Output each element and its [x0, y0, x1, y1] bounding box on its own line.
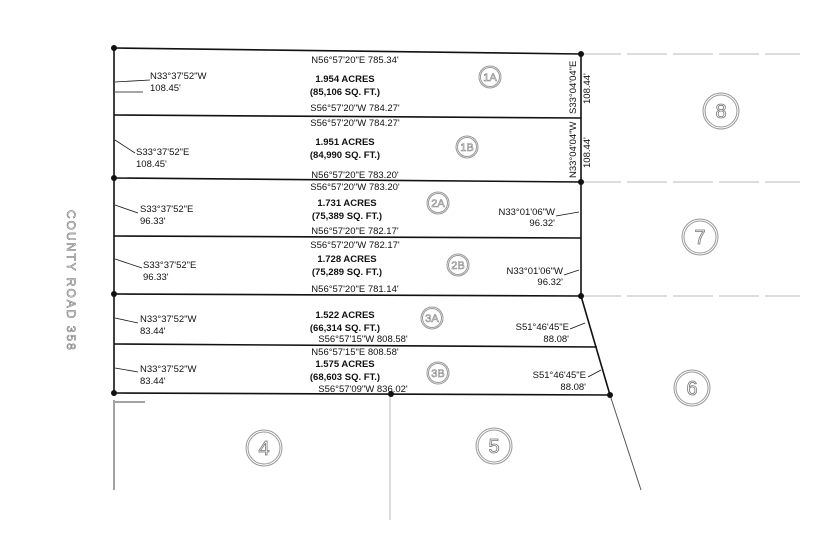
svg-text:N33°04'04"W: N33°04'04"W [568, 121, 579, 178]
svg-text:1A: 1A [483, 72, 497, 84]
svg-text:N33°37'52"W: N33°37'52"W [150, 71, 207, 82]
adjacent-parcel-4: 4 [245, 429, 283, 467]
svg-text:88.08': 88.08' [543, 334, 569, 345]
lot-2B: S56°57'20"W 782.17' 1.728 ACRES (75,289 … [143, 240, 563, 295]
svg-text:N33°37'52"W: N33°37'52"W [140, 314, 197, 325]
svg-text:S56°57'20"W 783.20': S56°57'20"W 783.20' [310, 182, 400, 193]
svg-text:N56°57'15"E 808.58': N56°57'15"E 808.58' [311, 347, 399, 358]
svg-text:S51°46'45"E: S51°46'45"E [533, 370, 586, 381]
svg-text:S33°37'52"E: S33°37'52"E [143, 260, 196, 271]
svg-text:N33°01'06"W: N33°01'06"W [498, 207, 555, 218]
lot-2A: S56°57'20"W 783.20' 1.731 ACRES (75,389 … [140, 182, 555, 237]
svg-text:1.731 ACRES: 1.731 ACRES [317, 198, 376, 209]
svg-text:(84,990 SQ. FT.): (84,990 SQ. FT.) [310, 150, 380, 161]
adjacent-parcel-6: 6 [673, 369, 711, 407]
svg-text:1.951 ACRES: 1.951 ACRES [315, 137, 374, 148]
svg-text:1.522 ACRES: 1.522 ACRES [315, 310, 374, 321]
svg-text:1B: 1B [460, 142, 473, 154]
svg-text:3B: 3B [431, 368, 444, 380]
svg-text:S51°46'45"E: S51°46'45"E [516, 322, 569, 333]
svg-text:96.33': 96.33' [143, 272, 169, 283]
svg-text:N56°57'20"E 782.17': N56°57'20"E 782.17' [311, 226, 399, 237]
svg-text:96.32': 96.32' [529, 218, 555, 229]
svg-text:5: 5 [488, 436, 499, 458]
svg-text:N56°57'20"E 785.34': N56°57'20"E 785.34' [311, 55, 399, 66]
road-label: COUNTY ROAD 358 [64, 210, 78, 352]
svg-text:N33°01'06"W: N33°01'06"W [506, 266, 563, 277]
svg-text:N33°37'52"W: N33°37'52"W [140, 364, 197, 375]
svg-text:2B: 2B [451, 260, 464, 272]
monuments [111, 45, 613, 398]
svg-text:7: 7 [694, 227, 705, 249]
svg-text:108.45': 108.45' [136, 159, 167, 170]
svg-text:83.44': 83.44' [140, 326, 166, 337]
svg-text:(66,314 SQ. FT.): (66,314 SQ. FT.) [310, 323, 380, 334]
svg-text:N56°57'20"E 783.20': N56°57'20"E 783.20' [311, 170, 399, 181]
svg-text:(75,389 SQ. FT.): (75,389 SQ. FT.) [312, 211, 382, 222]
svg-text:1.575 ACRES: 1.575 ACRES [315, 359, 374, 370]
adjacent-parcel-5: 5 [475, 427, 513, 465]
svg-text:83.44': 83.44' [140, 376, 166, 387]
svg-text:S56°57'09"W 836.02': S56°57'09"W 836.02' [318, 384, 408, 395]
adjacent-parcel-8: 8 [702, 92, 740, 130]
lot-1B: S56°57'20"W 784.27' 1.951 ACRES (84,990 … [136, 118, 593, 181]
svg-text:4: 4 [258, 438, 269, 460]
lot-boundaries [113, 47, 611, 396]
svg-text:3A: 3A [425, 313, 439, 325]
svg-text:S56°57'15"W 808.58': S56°57'15"W 808.58' [318, 334, 408, 345]
svg-text:(75,289 SQ. FT.): (75,289 SQ. FT.) [312, 267, 382, 278]
svg-text:N56°57'20"E 781.14': N56°57'20"E 781.14' [311, 284, 399, 295]
boundary-line-lot6 [609, 394, 642, 491]
svg-text:(68,603 SQ. FT.): (68,603 SQ. FT.) [310, 372, 380, 383]
svg-text:6: 6 [686, 378, 697, 400]
svg-text:S33°37'52"E: S33°37'52"E [136, 147, 189, 158]
svg-text:S33°04'04"E: S33°04'04"E [568, 61, 579, 114]
svg-text:S56°57'20"W 782.17': S56°57'20"W 782.17' [310, 240, 400, 251]
svg-text:108.44': 108.44' [582, 73, 593, 104]
adjacent-parcel-7: 7 [681, 218, 719, 256]
svg-text:88.08': 88.08' [560, 382, 586, 393]
adjacent-lines [113, 53, 800, 520]
svg-text:S33°37'52"E: S33°37'52"E [140, 204, 193, 215]
svg-text:(85,106 SQ. FT.): (85,106 SQ. FT.) [310, 87, 380, 98]
lot-3B: N56°57'15"E 808.58' 1.575 ACRES (68,603 … [140, 347, 586, 395]
svg-text:1.954 ACRES: 1.954 ACRES [315, 74, 374, 85]
lot-1A: N56°57'20"E 785.34' 1.954 ACRES (85,106 … [150, 55, 593, 114]
svg-text:2A: 2A [431, 198, 445, 210]
svg-text:108.44': 108.44' [582, 137, 593, 168]
svg-text:96.32': 96.32' [537, 277, 563, 288]
svg-text:1.728 ACRES: 1.728 ACRES [317, 254, 376, 265]
svg-text:S56°57'20"W 784.27': S56°57'20"W 784.27' [310, 118, 400, 129]
lot-3A: 1.522 ACRES (66,314 SQ. FT.) S56°57'15"W… [140, 306, 569, 345]
svg-text:8: 8 [715, 101, 726, 123]
svg-text:S56°57'20"W 784.27': S56°57'20"W 784.27' [310, 103, 400, 114]
svg-text:108.45': 108.45' [150, 83, 181, 94]
leader-lines [114, 79, 602, 378]
svg-text:96.33': 96.33' [140, 216, 166, 227]
